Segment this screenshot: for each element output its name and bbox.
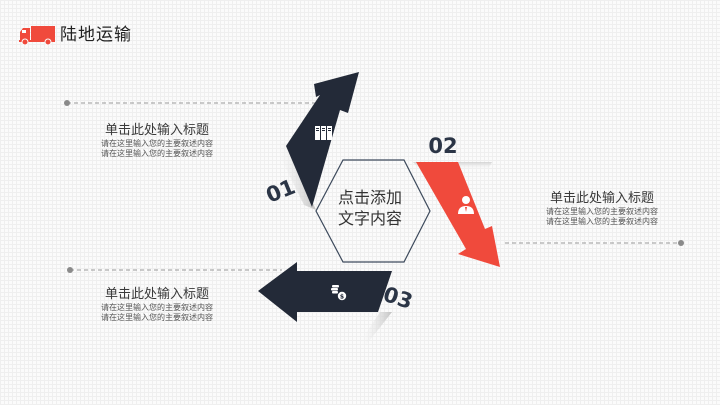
step-03-title: 单击此处输入标题: [104, 287, 209, 302]
step-02-title: 单击此处输入标题: [549, 191, 654, 206]
connector-dot-1: [64, 100, 70, 106]
svg-text:$: $: [340, 294, 344, 301]
svg-text:02: 02: [428, 134, 457, 158]
page-title: 陆地运输: [60, 25, 132, 45]
server-icon: [315, 126, 332, 140]
svg-text:03: 03: [380, 282, 415, 314]
step-01-desc-2: 请在这里输入您的主要叙述内容: [101, 149, 213, 158]
step-01-title: 单击此处输入标题: [104, 123, 209, 138]
arrow-02: [416, 162, 500, 267]
center-text[interactable]: 点击添加 文字内容: [320, 187, 420, 229]
step-03-desc-2: 请在这里输入您的主要叙述内容: [101, 313, 213, 322]
step-02-desc-1: 请在这里输入您的主要叙述内容: [546, 207, 658, 216]
step-01-text[interactable]: 单击此处输入标题 请在这里输入您的主要叙述内容 请在这里输入您的主要叙述内容: [67, 122, 247, 159]
connector-dot-2: [678, 240, 684, 246]
step-03-desc-1: 请在这里输入您的主要叙述内容: [101, 303, 213, 312]
truck-icon: [19, 26, 55, 46]
coins-icon: $: [331, 285, 347, 301]
step-03-text[interactable]: 单击此处输入标题 请在这里输入您的主要叙述内容 请在这里输入您的主要叙述内容: [67, 286, 247, 323]
fold-shadow-1: [272, 140, 316, 210]
arrow-03: [258, 262, 392, 322]
step-02-desc-2: 请在这里输入您的主要叙述内容: [546, 217, 658, 226]
user-icon: [458, 196, 474, 214]
center-hexagon: [315, 159, 431, 263]
center-text-line2: 文字内容: [337, 209, 402, 228]
center-text-line1: 点击添加: [337, 188, 402, 207]
fold-shadow-3: [358, 312, 392, 345]
step-01-desc-1: 请在这里输入您的主要叙述内容: [101, 139, 213, 148]
step-02-text[interactable]: 单击此处输入标题 请在这里输入您的主要叙述内容 请在这里输入您的主要叙述内容: [512, 190, 692, 227]
connector-dot-3: [67, 267, 73, 273]
